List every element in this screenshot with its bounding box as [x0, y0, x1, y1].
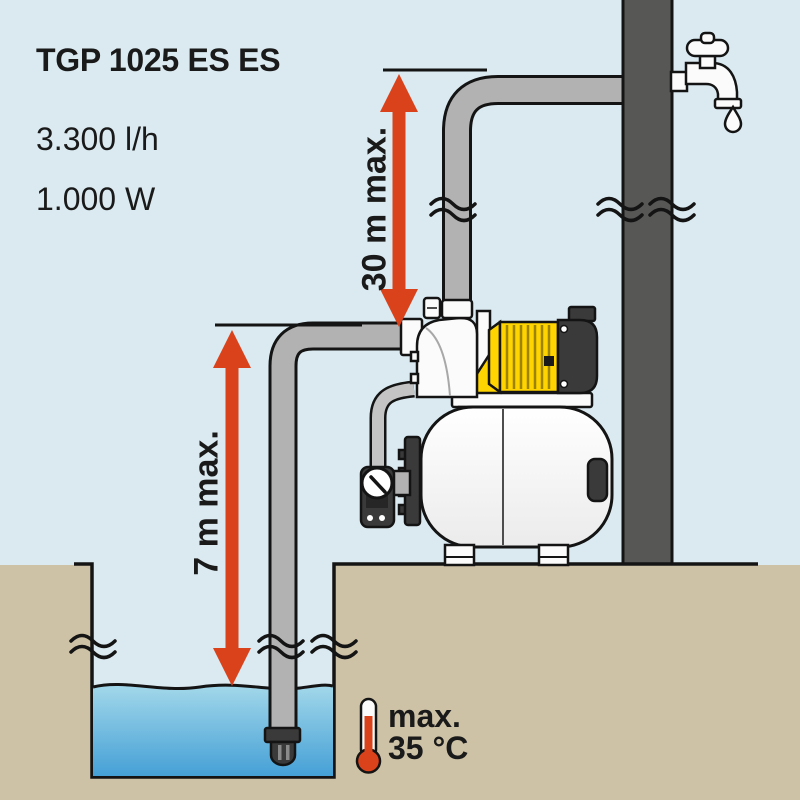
well-pit-outline [74, 562, 758, 779]
delivery-pipe [442, 75, 632, 312]
motor-label [544, 356, 554, 366]
pressure-gauge [360, 466, 394, 500]
product-flow-rate: 3.300 l/h [36, 121, 159, 157]
water-tap-icon [669, 31, 743, 110]
wall-pillar [621, 0, 674, 569]
ground [0, 565, 800, 800]
tank-feet [443, 543, 570, 567]
delivery-head-arrow [380, 74, 418, 327]
motor-fins [505, 325, 551, 389]
pump-head [399, 296, 479, 399]
suction-head-label: 7 m max. [187, 430, 226, 576]
suction-head-arrow [213, 330, 251, 686]
suction-pipe [268, 321, 414, 738]
outlet-fitting [440, 298, 474, 320]
delivery-head-label: 30 m max. [355, 126, 394, 292]
water-temp-line1: max. [388, 698, 461, 734]
water-temp-label: max. 35 °C [388, 700, 468, 764]
motor-end-cap [556, 318, 599, 395]
tank-air-valve [586, 457, 609, 503]
pressure-switch-pipe [369, 380, 415, 468]
thermometer-icon [355, 697, 382, 774]
foot-valve [263, 726, 302, 767]
gauge-needle [369, 475, 387, 494]
water-temp-line2: 35 °C [388, 730, 469, 766]
water-drop-icon [723, 104, 743, 134]
product-power: 1.000 W [36, 181, 156, 217]
pump-motor [487, 305, 599, 395]
pump-unit [359, 296, 614, 567]
pressure-tank [419, 405, 614, 549]
product-model: TGP 1025 ES ES [36, 42, 281, 78]
